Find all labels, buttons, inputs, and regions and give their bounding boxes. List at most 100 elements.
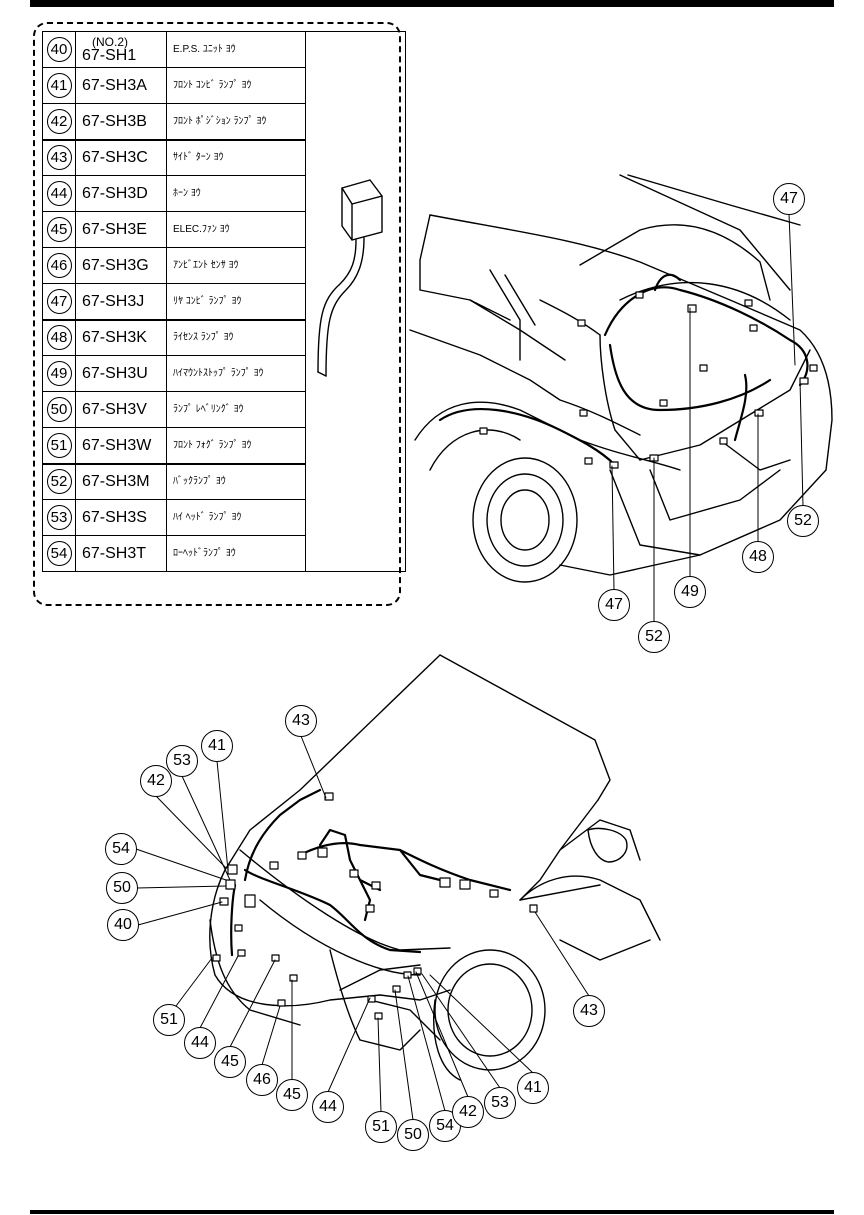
legend-code: 67-SH3E: [82, 221, 147, 238]
legend-row: 43 67-SH3C ｻｲﾄﾞ ﾀｰﾝ ﾖｳ: [42, 138, 406, 176]
callout-number: 46: [246, 1064, 278, 1096]
legend-description: ﾎｰﾝ ﾖｳ: [166, 175, 306, 212]
legend-code: 67-SH3C: [82, 149, 148, 167]
callout-number: 49: [674, 576, 706, 608]
legend-code: 67-SH3T: [82, 545, 147, 562]
front-leader-lines: [135, 735, 590, 1121]
legend-description: ﾌﾛﾝﾄ ｺﾝﾋﾞ ﾗﾝﾌﾟ ﾖｳ: [166, 67, 306, 104]
connector-illustration: [317, 179, 383, 377]
legend-code: 67-SH3U: [82, 365, 148, 382]
callout-number: 51: [365, 1111, 397, 1143]
callout-number: 47: [598, 589, 630, 621]
callout-number: 45: [276, 1079, 308, 1111]
callout-number: 47: [773, 183, 805, 215]
legend-description: ﾗﾝﾌﾟ ﾚﾍﾞﾘﾝｸﾞ ﾖｳ: [166, 391, 306, 428]
legend-code: 67-SH3M: [82, 473, 150, 491]
callout-number: 52: [787, 505, 819, 537]
legend-code-cell: 67-SH3T: [75, 535, 167, 572]
legend-number-cell: 54: [42, 535, 76, 572]
legend-row: 42 67-SH3B ﾌﾛﾝﾄ ﾎﾟｼﾞｼｮﾝ ﾗﾝﾌﾟ ﾖｳ: [42, 103, 406, 140]
legend-number-cell: 51: [42, 427, 76, 464]
callout-number: 53: [166, 745, 198, 777]
legend-number: 54: [46, 541, 72, 566]
callout-number: 44: [184, 1027, 216, 1059]
rear-vehicle-drawing: [409, 174, 833, 583]
callout-number: 41: [201, 730, 233, 762]
legend-code: 67-SH3J: [82, 292, 145, 310]
rear-harness: [438, 273, 809, 467]
legend-number: 49: [46, 361, 72, 386]
legend-description: ｻｲﾄﾞ ﾀｰﾝ ﾖｳ: [166, 138, 306, 176]
callout-number: 41: [517, 1072, 549, 1104]
legend-row: 46 67-SH3G ｱﾝﾋﾞｴﾝﾄ ｾﾝｻ ﾖｳ: [42, 247, 406, 284]
front-connectors: [212, 792, 538, 1020]
legend-number: 42: [46, 108, 72, 134]
callout-number: 48: [742, 541, 774, 573]
legend-code-cell: (NO.2)67-SH1: [75, 31, 167, 68]
legend-description: ﾗｲｾﾝｽ ﾗﾝﾌﾟ ﾖｳ: [166, 318, 306, 356]
legend-number-cell: 50: [42, 391, 76, 428]
legend-code-cell: 67-SH3E: [75, 211, 167, 248]
front-vehicle-drawing: [209, 654, 661, 1081]
legend-code-cell: 67-SH3K: [75, 318, 167, 356]
legend-number: 40: [46, 37, 72, 62]
connector-image-cell: [305, 31, 406, 572]
legend-number: 44: [46, 181, 72, 206]
legend-description: ｱﾝﾋﾞｴﾝﾄ ｾﾝｻ ﾖｳ: [166, 247, 306, 284]
legend-code-cell: 67-SH3A: [75, 67, 167, 104]
legend-description: ﾊﾞｯｸﾗﾝﾌﾟ ﾖｳ: [166, 462, 306, 500]
front-harness: [230, 788, 512, 957]
legend-code: 67-SH3B: [82, 112, 147, 130]
legend-number-cell: 42: [42, 103, 76, 140]
callout-number: 53: [484, 1087, 516, 1119]
legend-number-cell: 46: [42, 247, 76, 284]
legend-code-cell: 67-SH3M: [75, 462, 167, 500]
legend-code: 67-SH3W: [82, 436, 152, 454]
legend-code-cell: 67-SH3B: [75, 103, 167, 140]
callout-number: 51: [153, 1004, 185, 1036]
legend-number-cell: 49: [42, 355, 76, 392]
rear-leader-lines: [611, 213, 804, 623]
legend-number: 47: [46, 288, 72, 314]
legend-number: 48: [46, 325, 72, 351]
top-border: [30, 0, 834, 7]
callout-number: 54: [429, 1110, 461, 1142]
legend-description: ﾌﾛﾝﾄ ﾎﾟｼﾞｼｮﾝ ﾗﾝﾌﾟ ﾖｳ: [166, 103, 306, 140]
legend-number-cell: 43: [42, 138, 76, 176]
legend-code: 67-SH1: [82, 46, 137, 64]
callout-number: 52: [638, 621, 670, 653]
legend-code: 67-SH3S: [82, 509, 147, 526]
legend-number-cell: 44: [42, 175, 76, 212]
legend-code: 67-SH3D: [82, 185, 148, 202]
callout-number: 44: [312, 1091, 344, 1123]
callout-number: 42: [452, 1096, 484, 1128]
legend-code: 67-SH3G: [82, 257, 149, 274]
legend-number: 46: [46, 253, 72, 278]
legend-row: 41 67-SH3A ﾌﾛﾝﾄ ｺﾝﾋﾞ ﾗﾝﾌﾟ ﾖｳ: [42, 67, 406, 104]
legend-row: 50 67-SH3V ﾗﾝﾌﾟ ﾚﾍﾞﾘﾝｸﾞ ﾖｳ: [42, 391, 406, 428]
legend-number: 53: [46, 505, 72, 530]
legend-number-cell: 47: [42, 283, 76, 320]
legend-row: 44 67-SH3D ﾎｰﾝ ﾖｳ: [42, 175, 406, 212]
legend-description: ﾊｲﾏｳﾝﾄｽﾄｯﾌﾟ ﾗﾝﾌﾟ ﾖｳ: [166, 355, 306, 392]
callout-number: 43: [285, 705, 317, 737]
legend-code-sub: (NO.2): [92, 34, 128, 49]
callout-number: 42: [140, 765, 172, 797]
legend-code: 67-SH3V: [82, 401, 147, 418]
callout-number: 45: [214, 1046, 246, 1078]
legend-number: 52: [46, 469, 72, 495]
legend-code-cell: 67-SH3C: [75, 138, 167, 176]
legend-number: 50: [46, 397, 72, 422]
legend-code: 67-SH3A: [82, 77, 147, 94]
callout-number: 43: [573, 995, 605, 1027]
callout-number: 50: [397, 1119, 429, 1151]
legend-number: 41: [46, 73, 72, 98]
